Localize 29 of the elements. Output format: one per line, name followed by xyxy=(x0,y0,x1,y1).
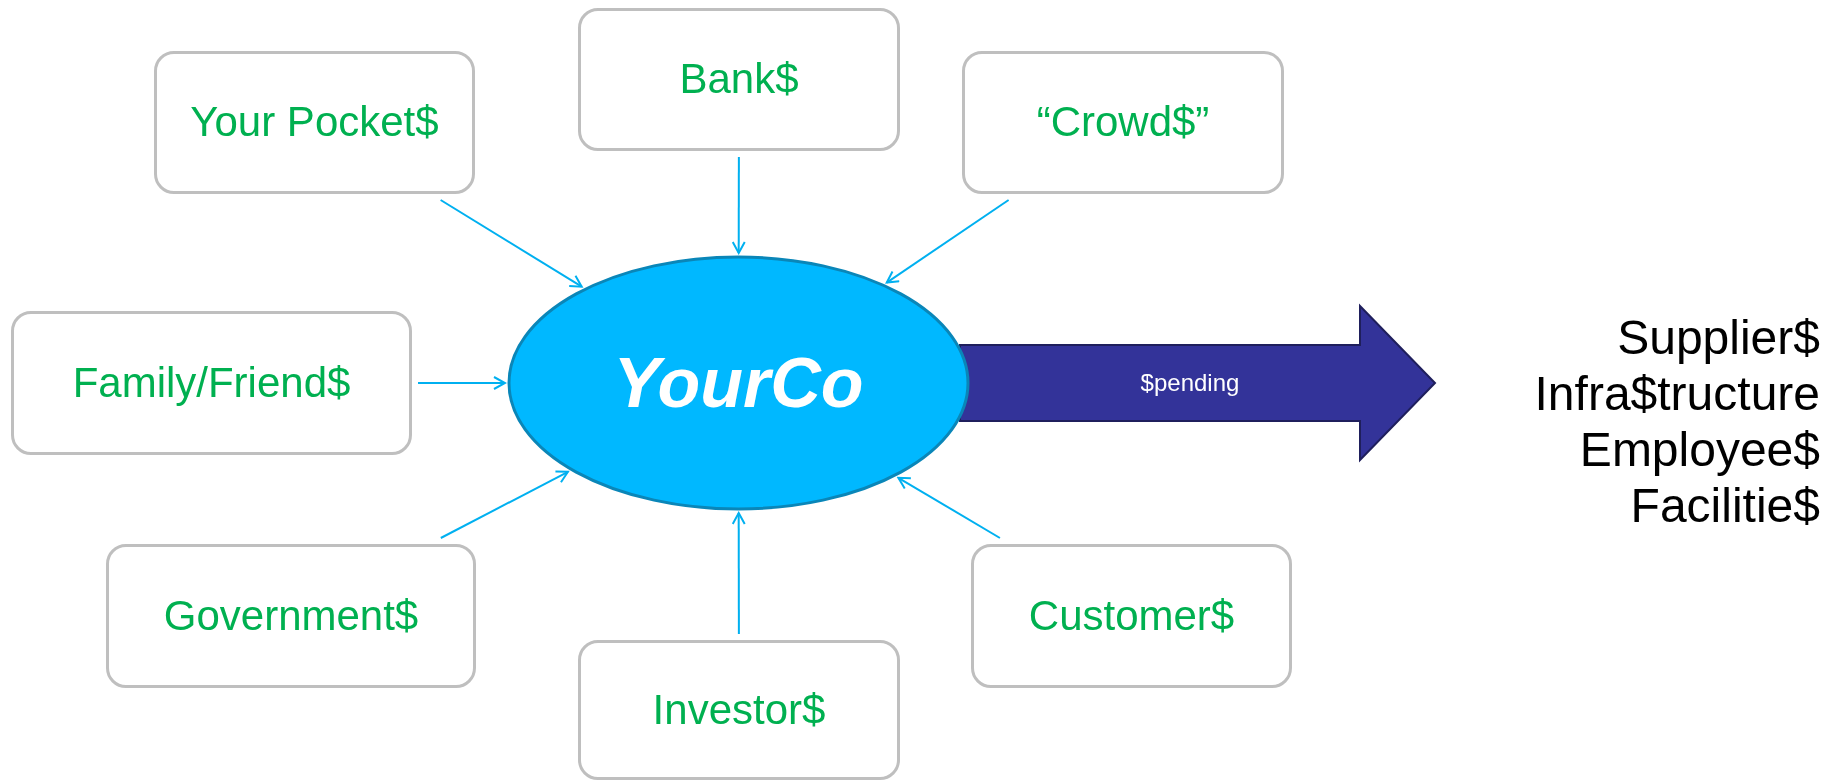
arrow xyxy=(897,476,1001,539)
arrow xyxy=(731,156,746,254)
company-ellipse xyxy=(507,255,970,511)
company-name: YourCo xyxy=(613,343,864,423)
arrow xyxy=(731,512,746,635)
block-arrow xyxy=(959,303,1437,463)
arrow xyxy=(439,470,569,539)
source-box xyxy=(154,51,475,194)
arrow xyxy=(417,376,506,390)
source-label: Customer$ xyxy=(1028,591,1235,641)
source-label: Your Pocket$ xyxy=(190,98,439,147)
source-label: Government$ xyxy=(163,591,419,641)
source-label: Family/Friend$ xyxy=(72,358,351,408)
source-label: “Crowd$” xyxy=(1036,98,1210,147)
source-box xyxy=(971,544,1292,688)
arrow xyxy=(439,199,583,288)
spending-item: Facilitie$ xyxy=(1630,478,1820,534)
source-box xyxy=(578,8,900,151)
source-label: Investor$ xyxy=(652,685,826,735)
source-box xyxy=(106,544,476,688)
spending-item: Infra$tructure xyxy=(1534,366,1820,422)
spending-item: Employee$ xyxy=(1579,422,1820,478)
arrow xyxy=(885,199,1010,284)
source-label: Bank$ xyxy=(679,55,799,104)
spending-item: Supplier$ xyxy=(1617,310,1820,366)
edge-label: $pending xyxy=(1140,369,1240,397)
source-box xyxy=(962,51,1284,194)
source-box xyxy=(11,311,412,455)
source-box xyxy=(578,640,900,780)
